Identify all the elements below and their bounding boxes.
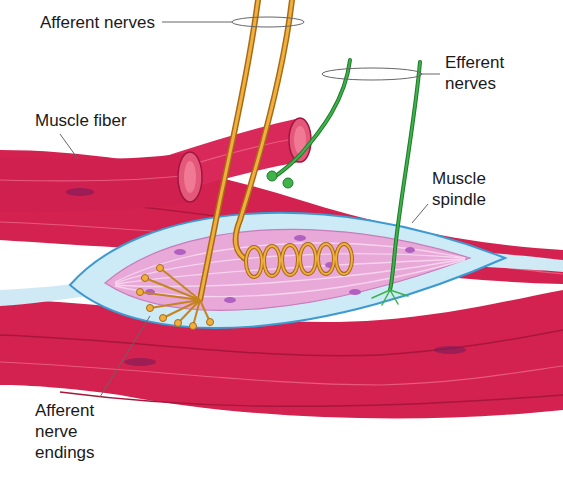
annulospiral-ending	[246, 244, 352, 277]
motor-endplate	[267, 171, 293, 188]
leader-lines	[60, 17, 440, 397]
part-label: Efferent nerves	[445, 52, 517, 94]
part-label: Muscle spindle	[432, 168, 494, 210]
intrafusal-fibers	[105, 229, 470, 310]
part-label: Afferent nerve endings	[35, 400, 137, 463]
spindle-nuclei	[145, 235, 415, 303]
spindle-capsule	[70, 213, 505, 328]
intrafusal-lines	[115, 243, 465, 297]
efferent-nerve	[274, 60, 420, 305]
afferent-nerve	[200, 0, 292, 300]
part-label: Afferent nerves	[40, 12, 155, 33]
part-label: Muscle fiber	[35, 110, 127, 131]
cut-muscle-fiber	[0, 152, 202, 212]
